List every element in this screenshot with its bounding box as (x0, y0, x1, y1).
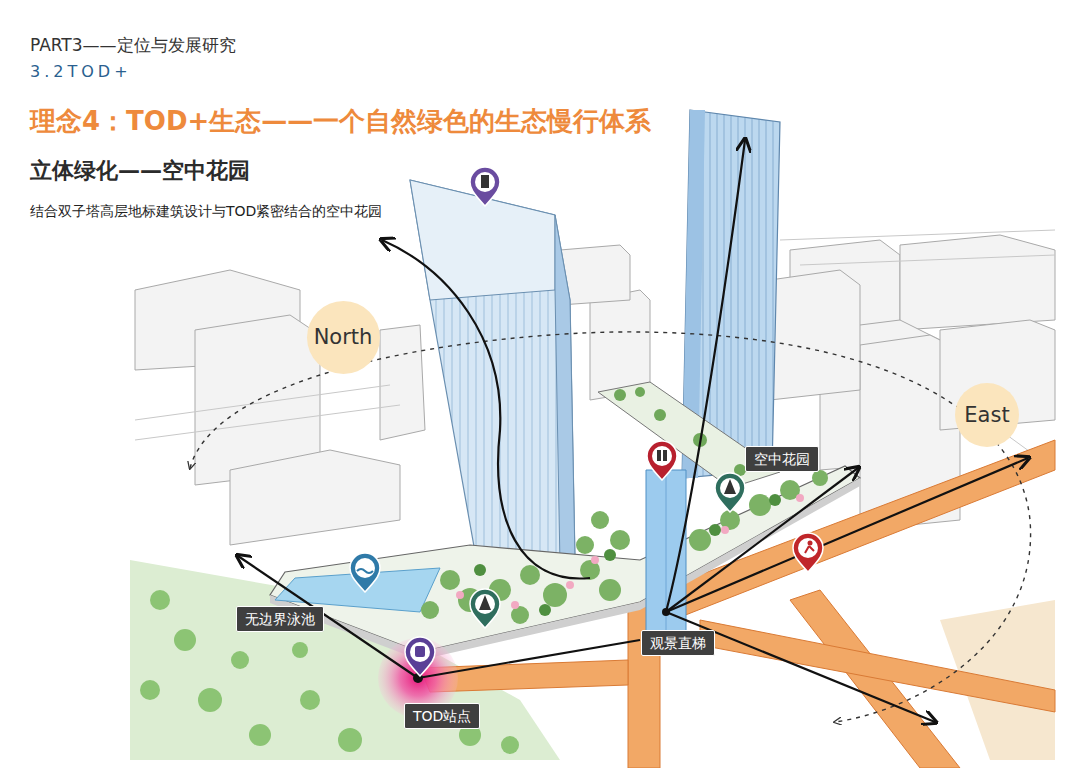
callout-tag: TOD站点 (404, 703, 480, 729)
section-header: PART3——定位与发展研究 (30, 34, 236, 57)
node-text: 观景直梯 (650, 635, 706, 651)
section-number: 3.2TOD+ (30, 62, 132, 81)
description: 结合双子塔高层地标建筑设计与TOD紧密结合的空中花园 (30, 203, 382, 221)
callout-tag: 观景直梯 (641, 630, 715, 656)
callout-tag: 空中花园 (745, 446, 819, 472)
direction-circle: East (955, 383, 1019, 447)
subheading: 立体绿化——空中花园 (30, 156, 250, 186)
node-text: 无边界泳池 (245, 611, 315, 627)
callout-tag: 无边界泳池 (236, 606, 324, 632)
node-text: North (314, 325, 373, 349)
node-text: 空中花园 (754, 451, 810, 467)
direction-circle: North (307, 301, 380, 374)
node-text: East (964, 403, 1009, 427)
main-title: 理念4：TOD+生态——一个自然绿色的生态慢行体系 (30, 104, 651, 139)
node-text: TOD站点 (413, 708, 471, 724)
